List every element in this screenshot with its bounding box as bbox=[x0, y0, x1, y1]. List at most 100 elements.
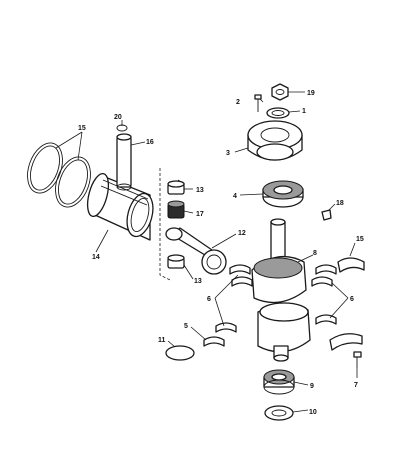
bearing-half-1 bbox=[229, 264, 251, 275]
callout-13-lower: 13 bbox=[194, 278, 202, 285]
lower-ball-bearing bbox=[263, 369, 295, 395]
rod-cap-bolt-head bbox=[353, 351, 362, 358]
callout-17: 17 bbox=[196, 211, 204, 218]
leader-lines bbox=[55, 91, 358, 413]
thrust-washer-upper-top bbox=[167, 180, 185, 188]
bearing-half-4 bbox=[311, 276, 333, 287]
piston-pin-top bbox=[116, 133, 132, 141]
connecting-rod bbox=[165, 227, 227, 275]
piston-ring-groove-1 bbox=[102, 179, 149, 200]
callout-16: 16 bbox=[146, 139, 154, 146]
piston-open-end bbox=[126, 192, 154, 238]
lower-seal-outer bbox=[264, 405, 294, 421]
bearing-half-2 bbox=[231, 276, 253, 287]
leader-6b-1 bbox=[331, 282, 349, 299]
piston-pin-body bbox=[116, 136, 132, 188]
lower-seal-bore bbox=[271, 409, 287, 417]
crankshaft-upper-web-face bbox=[253, 257, 303, 279]
callout-labels: 15 20 16 14 13 17 12 13 2 1 19 3 4 18 8 … bbox=[78, 90, 364, 416]
callout-4: 4 bbox=[233, 193, 237, 200]
cap-screw bbox=[254, 94, 262, 112]
callout-3: 3 bbox=[226, 150, 230, 157]
callout-12: 12 bbox=[238, 230, 246, 237]
callout-8: 8 bbox=[313, 250, 317, 257]
crankshaft bbox=[251, 218, 311, 362]
callout-9: 9 bbox=[310, 383, 314, 390]
thrust-washer-11 bbox=[165, 345, 195, 361]
leader-6a-1 bbox=[214, 274, 239, 299]
leader-15b bbox=[349, 242, 356, 257]
leader-11 bbox=[167, 340, 176, 348]
leader-15a-1 bbox=[55, 131, 83, 149]
rod-cap-bolt bbox=[353, 351, 362, 368]
piston bbox=[86, 172, 154, 241]
leader-18 bbox=[327, 203, 336, 212]
leader-10 bbox=[292, 409, 309, 413]
bearing-shell-lower bbox=[203, 336, 225, 347]
callout-10: 10 bbox=[309, 409, 317, 416]
oil-seal-bore bbox=[271, 110, 285, 116]
leader-16 bbox=[130, 141, 146, 146]
piston-ring-upper bbox=[27, 142, 63, 194]
callout-18: 18 bbox=[336, 200, 344, 207]
callout-15-rings: 15 bbox=[78, 125, 86, 132]
oil-seal bbox=[266, 107, 290, 119]
leader-13b bbox=[183, 264, 194, 280]
upper-bearing-bore bbox=[273, 185, 293, 195]
hex-nut-body bbox=[271, 83, 289, 101]
callout-14: 14 bbox=[92, 254, 100, 261]
lower-oil-seal bbox=[264, 405, 294, 421]
leader-17 bbox=[183, 210, 194, 214]
piston-ring-groove-2 bbox=[100, 185, 148, 206]
bearing-half-6 bbox=[315, 314, 337, 325]
hex-nut bbox=[271, 83, 289, 101]
rod-cap-half-upper bbox=[337, 257, 365, 273]
piston-pin-bore bbox=[130, 197, 150, 233]
callout-15-cap: 15 bbox=[356, 236, 364, 243]
rod-cap bbox=[329, 333, 363, 351]
piston-ring-lower-inner bbox=[58, 159, 88, 205]
callout-13-upper: 13 bbox=[196, 187, 204, 194]
bearing-half-5 bbox=[215, 322, 237, 333]
piston-rings bbox=[27, 142, 91, 208]
crankshaft-shaft-end bbox=[270, 218, 286, 226]
callout-20: 20 bbox=[114, 114, 122, 121]
callout-2: 2 bbox=[236, 99, 240, 106]
connecting-rod-small-end bbox=[165, 227, 183, 241]
leader-5 bbox=[190, 326, 207, 341]
piston-pin bbox=[116, 133, 132, 191]
leader-9 bbox=[293, 381, 309, 386]
end-cap-bore bbox=[260, 127, 290, 143]
leader-15a-2 bbox=[77, 131, 83, 161]
leader-4 bbox=[239, 193, 264, 196]
crankshaft-lower-end bbox=[273, 354, 289, 362]
lower-bearing-bore bbox=[271, 373, 287, 381]
leader-1 bbox=[288, 110, 301, 113]
lower-bearing-base bbox=[263, 379, 295, 395]
upper-end-cap bbox=[247, 120, 303, 161]
piston-crown bbox=[86, 172, 110, 218]
piston-ring-lower bbox=[55, 156, 91, 208]
connecting-rod-big-end-bore bbox=[206, 254, 222, 270]
crankshaft-lower-web-face bbox=[259, 302, 309, 322]
cap-screw-head bbox=[254, 94, 262, 100]
piston-ring-upper-inner bbox=[30, 145, 60, 191]
leader-6a-2 bbox=[214, 297, 225, 327]
hex-nut-hole bbox=[275, 89, 285, 95]
leader-8 bbox=[297, 254, 314, 263]
alignment-line-piston-left bbox=[159, 168, 171, 281]
connecting-rod-big-end bbox=[201, 249, 227, 275]
bearing-half-3 bbox=[315, 264, 337, 275]
leader-12 bbox=[211, 233, 237, 249]
callout-19: 19 bbox=[307, 90, 315, 97]
end-cap-bottom-collar bbox=[256, 143, 294, 161]
piston-pin-bottom bbox=[116, 183, 132, 191]
callout-6-left: 6 bbox=[207, 296, 211, 303]
callout-5: 5 bbox=[184, 323, 188, 330]
leader-14 bbox=[95, 229, 109, 253]
needle-bearing-top bbox=[167, 200, 185, 208]
callout-7: 7 bbox=[354, 382, 358, 389]
needle-bearing-stack bbox=[167, 180, 185, 269]
